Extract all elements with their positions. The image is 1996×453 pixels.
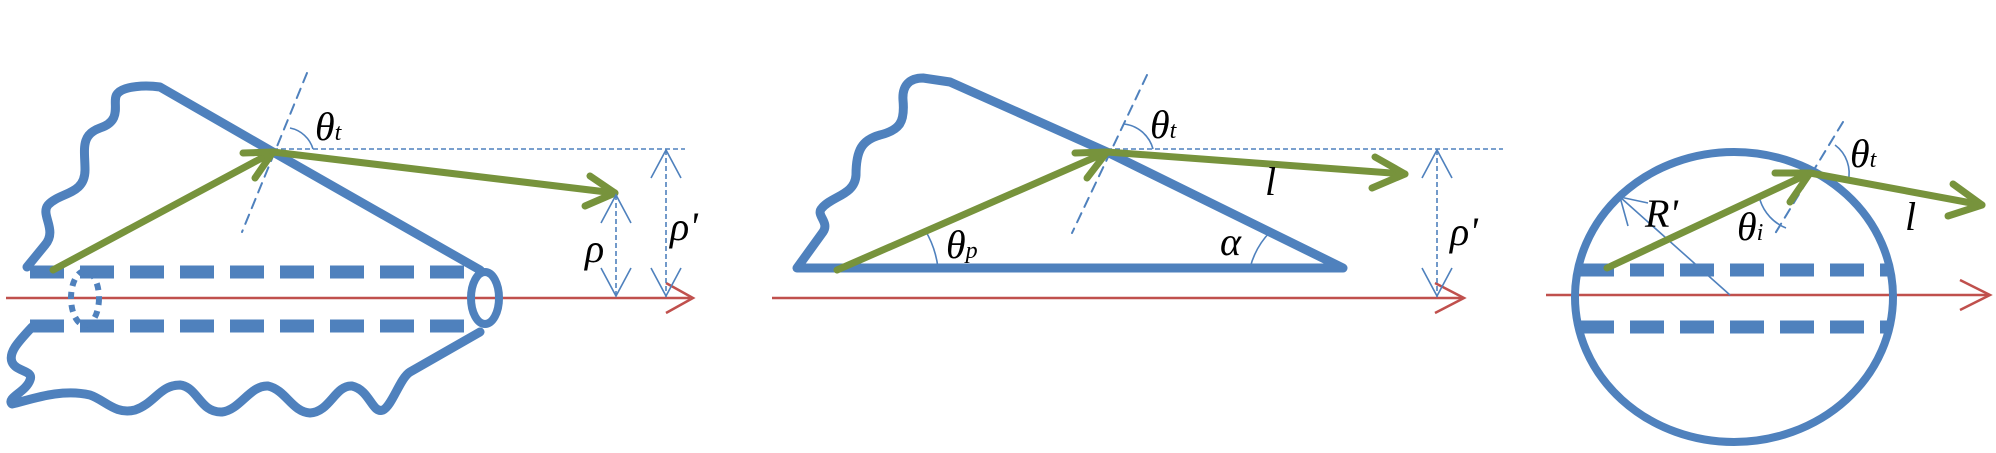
axis-arrowhead: [1959, 278, 1993, 312]
radius-arrowhead: [1618, 195, 1649, 227]
incident-ray: [49, 148, 277, 274]
rho-prime-label: ρ': [668, 204, 699, 249]
theta-p-arc: [924, 229, 939, 269]
rho-prime-arrowhead-top: [1421, 148, 1453, 179]
rough-surface-top: [22, 81, 485, 275]
axis-arrowhead: [665, 281, 696, 315]
incident-ray: [1603, 169, 1814, 272]
rho-label: ρ: [583, 226, 604, 271]
transmitted-arrowhead: [1944, 180, 1986, 220]
rho-prime-arrowhead-top: [650, 148, 682, 179]
transmitted-arrowhead: [581, 172, 619, 210]
axis-arrowhead: [1434, 281, 1467, 315]
alpha-arc: [1249, 231, 1271, 269]
rho-arrowhead-bottom: [600, 267, 632, 298]
alpha-label: α: [1220, 219, 1242, 264]
tube-end: [467, 268, 503, 328]
rho-prime-label: ρ': [1448, 209, 1479, 254]
wedge-outline: [792, 73, 1348, 273]
l-label: l: [1905, 194, 1916, 239]
rho-prime-arrowhead-bottom: [650, 267, 682, 298]
theta-t-label: θt: [315, 104, 343, 149]
panel-3-sphere: R' θi θt l: [1546, 121, 1993, 446]
transmitted-arrowhead: [1368, 153, 1409, 192]
rho-prime-arrowhead-bottom: [1421, 267, 1453, 298]
transmitted-ray: [1103, 148, 1409, 178]
incident-ray: [833, 148, 1111, 274]
rough-surface-bottom: [6, 322, 485, 418]
transmitted-ray: [269, 148, 619, 197]
transmitted-ray: [1806, 169, 1986, 209]
theta-i-label: θi: [1737, 204, 1763, 249]
theta-t-arc: [1123, 123, 1154, 150]
tube-cross-section: [68, 268, 102, 328]
theta-i-arc: [1759, 199, 1787, 229]
rho-arrowhead-top: [600, 193, 632, 224]
r-prime-label: R': [1644, 191, 1679, 236]
panel-1-tube: θt ρ ρ': [6, 72, 699, 418]
sphere-outline: [1571, 148, 1897, 446]
theta-t-arc: [289, 127, 314, 150]
theta-t-label: θt: [1150, 102, 1178, 147]
radius-line: [1619, 196, 1731, 296]
panel-2-wedge: θt l θp α ρ': [772, 73, 1503, 315]
theta-p-label: θp: [946, 222, 978, 267]
l-label: l: [1265, 159, 1276, 204]
theta-t-label: θt: [1850, 131, 1878, 176]
